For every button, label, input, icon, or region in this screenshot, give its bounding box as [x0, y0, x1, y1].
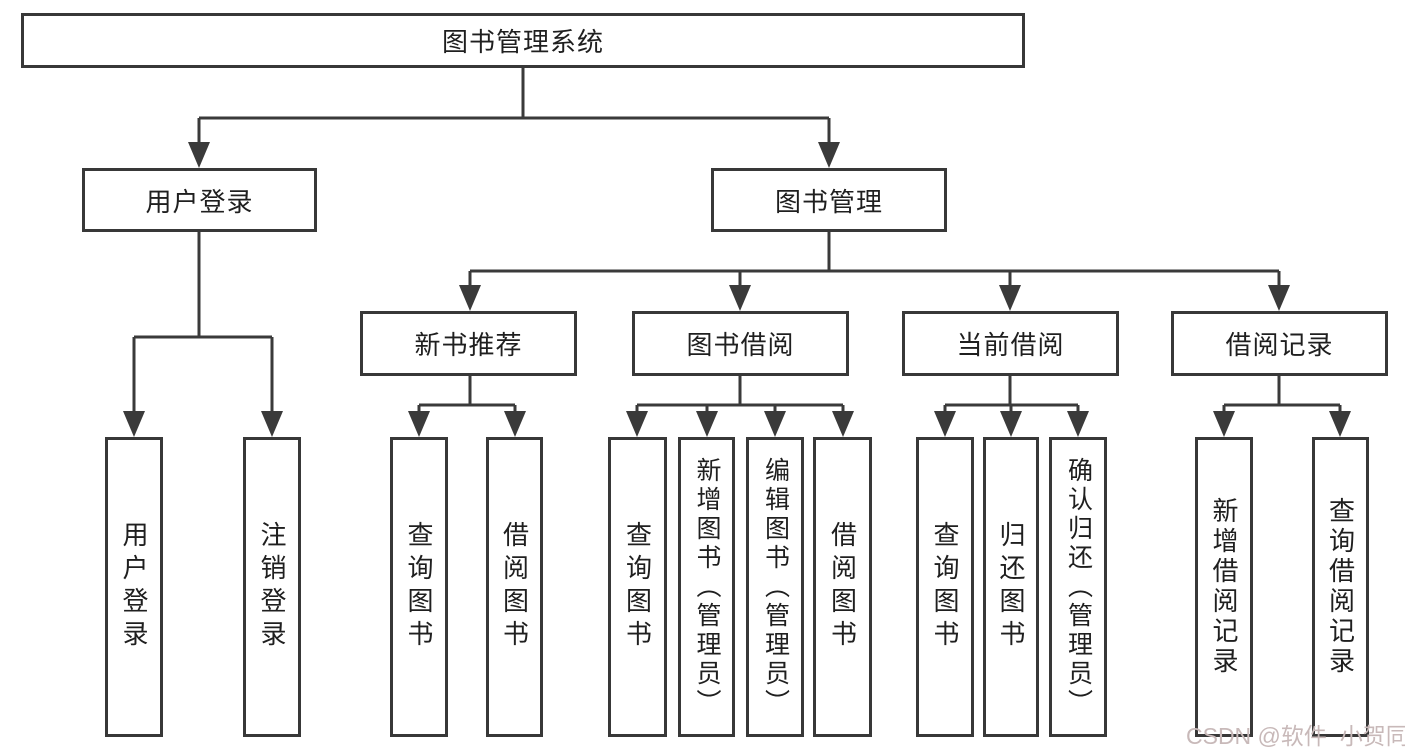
leaf-query-books-1-label: 查询图书 — [404, 521, 434, 653]
node-new-book-recommend-label: 新书推荐 — [414, 330, 523, 360]
connector-root-to-level2 — [188, 68, 840, 168]
leaf-logout: 注销登录 — [243, 437, 301, 737]
arrowhead-book-management — [818, 142, 840, 168]
leaf-add-books-admin-label: 新增图书（管理员） — [693, 456, 721, 718]
node-book-borrowing-label: 图书借阅 — [686, 330, 795, 360]
leaf-add-borrow-record: 新增借阅记录 — [1195, 437, 1253, 737]
arrowhead-leaf-confirm-return — [1067, 411, 1089, 437]
leaf-add-books-admin: 新增图书（管理员） — [678, 437, 735, 737]
node-new-book-recommend: 新书推荐 — [360, 311, 577, 376]
node-root: 图书管理系统 — [21, 13, 1025, 68]
connector-user-login-to-leaves — [123, 232, 283, 437]
leaf-query-books-3-label: 查询图书 — [930, 521, 960, 653]
arrowhead-leaf-query-books-1 — [408, 411, 430, 437]
leaf-query-borrow-record-label: 查询借阅记录 — [1325, 497, 1356, 677]
arrowhead-current-borrowing — [999, 285, 1021, 311]
node-root-label: 图书管理系统 — [441, 27, 604, 57]
leaf-borrow-books-2: 借阅图书 — [813, 437, 872, 737]
arrowhead-leaf-edit-books — [764, 411, 786, 437]
node-book-borrowing: 图书借阅 — [632, 311, 849, 376]
connector-book-management-to-level3 — [459, 232, 1290, 311]
node-book-management-label: 图书管理 — [774, 186, 883, 217]
arrowhead-leaf-borrow-books-1 — [504, 411, 526, 437]
connector-book-borrowing-to-leaves — [626, 376, 854, 437]
node-current-borrowing-label: 当前借阅 — [956, 330, 1065, 360]
leaf-return-books-label: 归还图书 — [996, 521, 1026, 653]
leaf-user-login: 用户登录 — [105, 437, 163, 737]
node-user-login-label: 用户登录 — [145, 186, 254, 217]
leaf-borrow-books-1-label: 借阅图书 — [499, 521, 530, 653]
arrowhead-leaf-return-books — [1000, 411, 1022, 437]
leaf-logout-label: 注销登录 — [257, 521, 287, 653]
node-book-management: 图书管理 — [711, 168, 947, 232]
leaf-query-borrow-record: 查询借阅记录 — [1312, 437, 1369, 737]
arrowhead-leaf-add-books — [696, 411, 718, 437]
arrowhead-leaf-query-books-2 — [626, 411, 648, 437]
leaf-query-books-1: 查询图书 — [390, 437, 448, 737]
node-borrowing-records: 借阅记录 — [1171, 311, 1388, 376]
leaf-return-books: 归还图书 — [983, 437, 1039, 737]
node-user-login: 用户登录 — [82, 168, 317, 232]
arrowhead-leaf-borrow-books-2 — [832, 411, 854, 437]
node-current-borrowing: 当前借阅 — [902, 311, 1119, 376]
arrowhead-borrowing-records — [1268, 285, 1290, 311]
arrowhead-leaf-user-login — [123, 411, 145, 437]
leaf-add-borrow-record-label: 新增借阅记录 — [1209, 497, 1239, 677]
arrowhead-book-borrowing — [729, 285, 751, 311]
leaf-borrow-books-1: 借阅图书 — [486, 437, 543, 737]
leaf-edit-books-admin-label: 编辑图书（管理员） — [761, 456, 790, 718]
connector-new-book-recommend-to-leaves — [408, 376, 526, 437]
arrowhead-new-book-recommend — [459, 285, 481, 311]
node-borrowing-records-label: 借阅记录 — [1225, 330, 1334, 360]
leaf-query-books-2-label: 查询图书 — [622, 521, 653, 653]
connector-borrowing-records-to-leaves — [1213, 376, 1351, 437]
csdn-watermark: CSDN @软件_小贺同学 — [1186, 723, 1405, 747]
arrowhead-leaf-logout — [261, 411, 283, 437]
leaf-confirm-return-admin: 确认归还（管理员） — [1049, 437, 1107, 737]
arrowhead-leaf-add-borrow-record — [1213, 411, 1235, 437]
leaf-query-books-2: 查询图书 — [608, 437, 667, 737]
arrowhead-leaf-query-books-3 — [934, 411, 956, 437]
leaf-query-books-3: 查询图书 — [916, 437, 974, 737]
arrowhead-leaf-query-borrow-record — [1329, 411, 1351, 437]
leaf-confirm-return-admin-label: 确认归还（管理员） — [1064, 456, 1093, 718]
leaf-edit-books-admin: 编辑图书（管理员） — [746, 437, 804, 737]
leaf-user-login-label: 用户登录 — [119, 521, 149, 653]
connector-current-borrowing-to-leaves — [934, 376, 1089, 437]
leaf-borrow-books-2-label: 借阅图书 — [827, 521, 858, 653]
arrowhead-user-login — [188, 142, 210, 168]
